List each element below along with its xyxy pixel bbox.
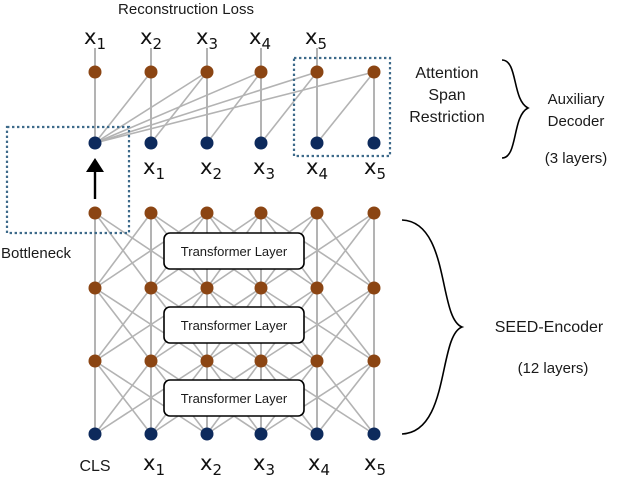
target-label-2: x2 [140,25,162,53]
encoder-input-labels: CLS x1 x2 x3 x4 x5 [79,451,386,479]
encoder-cross-edge [94,360,152,435]
encoder-input-label-5: x5 [364,451,386,479]
encoder-hidden-node [367,354,381,368]
encoder-hidden-node [254,354,268,368]
encoder-hidden-node [254,281,268,295]
encoder-hidden-node [254,206,268,220]
transformer-layer-label: Transformer Layer [181,244,288,259]
encoder-input-label-2: x2 [200,451,222,479]
decoder-attention-edge [94,71,262,144]
encoder-hidden-node [367,281,381,295]
decoder-input-label-2: x2 [200,155,222,183]
seed-encoder-label: SEED-Encoder (12 layers) [495,319,604,377]
decoder-input-label-3: x3 [253,155,275,183]
decoder-input-node [144,136,158,150]
encoder-hidden-node [88,354,102,368]
decoder-output-node [88,65,102,79]
encoder-cross-edge [316,287,375,362]
decoder-output-node [367,65,381,79]
encoder-hidden-node [200,206,214,220]
encoder-input-label-1: x1 [143,451,165,479]
encoder-hidden-node [310,206,324,220]
network-nodes [88,65,381,441]
target-label-4: x4 [249,25,271,53]
decoder-input-node [310,136,324,150]
decoder-output-node [254,65,268,79]
decoder-input-node [254,136,268,150]
encoder-hidden-node [200,354,214,368]
encoder-hidden-node [200,281,214,295]
bottleneck-label: Bottleneck [1,245,72,262]
seed-encoder-brace [401,219,465,435]
transformer-layer-label: Transformer Layer [181,391,288,406]
encoder-hidden-node [367,206,381,220]
svg-text:Span: Span [428,87,465,104]
decoder-output-node [200,65,214,79]
svg-text:Auxiliary: Auxiliary [548,91,605,108]
encoder-hidden-node [88,206,102,220]
bottleneck-input-node [88,136,102,150]
encoder-cross-edge [316,360,375,435]
svg-text:Decoder: Decoder [548,113,605,130]
decoder-input-label-5: x5 [364,155,386,183]
auxiliary-decoder-label: Auxiliary Decoder (3 layers) [545,91,608,167]
svg-text:Restriction: Restriction [409,109,485,126]
encoder-hidden-node [144,206,158,220]
encoder-input-node [367,427,381,441]
decoder-input-labels: x1 x2 x3 x4 x5 [143,155,386,183]
decoder-output-node [310,65,324,79]
encoder-hidden-node [310,354,324,368]
decoder-input-node [200,136,214,150]
target-label-1: x1 [84,25,106,53]
transformer-layer-3: Transformer Layer [163,379,305,417]
decoder-attention-edge [94,71,375,144]
encoder-hidden-node [144,354,158,368]
decoder-attention-edge [94,71,152,144]
encoder-input-node [310,427,324,441]
decoder-attention-edge [316,71,375,144]
target-label-5: x5 [305,25,327,53]
svg-text:(12 layers): (12 layers) [518,360,589,377]
bottleneck-box [5,125,131,235]
attention-span-box [292,56,392,158]
encoder-input-node [200,427,214,441]
transformer-layer-label: Transformer Layer [181,318,288,333]
transformer-layer-2: Transformer Layer [163,306,305,344]
encoder-hidden-node [310,281,324,295]
decoder-attention-edge [94,71,208,144]
svg-text:SEED-Encoder: SEED-Encoder [495,319,604,336]
encoder-hidden-node [144,281,158,295]
encoder-cross-edge [316,212,375,289]
cls-label: CLS [79,458,110,475]
decoder-output-node [144,65,158,79]
svg-text:Attention: Attention [415,65,478,82]
auxiliary-decoder-brace [501,59,530,159]
decoder-input-label-1: x1 [143,155,165,183]
decoder-input-label-4: x4 [306,155,328,183]
decoder-input-node [367,136,381,150]
encoder-hidden-node [88,281,102,295]
encoder-input-label-3: x3 [253,451,275,479]
svg-text:(3 layers): (3 layers) [545,150,608,167]
bottleneck-arrow [86,158,104,199]
encoder-input-node [254,427,268,441]
decoder-target-labels: x1 x2 x3 x4 x5 [84,25,327,53]
decoder-attention-edge [94,71,318,144]
target-label-3: x3 [196,25,218,53]
encoder-cross-edge [94,287,152,362]
encoder-input-node [144,427,158,441]
transformer-layer-1: Transformer Layer [163,232,305,270]
encoder-input-label-4: x4 [308,451,330,479]
reconstruction-loss-title: Reconstruction Loss [118,1,254,18]
cls-input-node [88,427,102,441]
attention-span-label: Attention Span Restriction [409,65,485,126]
encoder-cross-edge [94,212,152,289]
decoder-attention-edge [260,71,318,144]
